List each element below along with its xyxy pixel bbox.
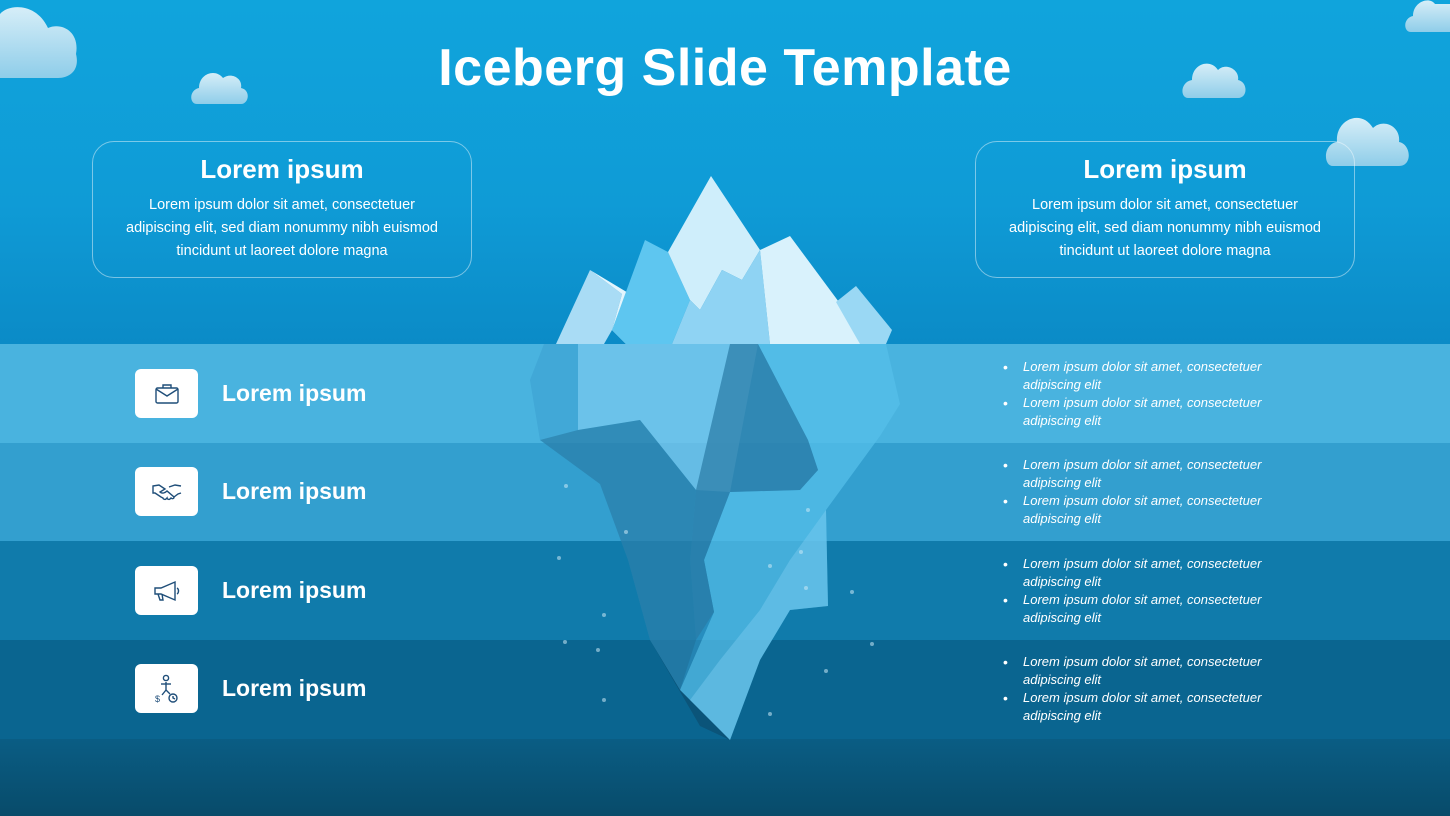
bullet-item: Lorem ipsum dolor sit amet, consectetuer…: [1003, 689, 1303, 725]
bullet-item: Lorem ipsum dolor sit amet, consectetuer…: [1003, 394, 1303, 430]
cloud-icon: [1405, 0, 1450, 32]
info-box-right: Lorem ipsum Lorem ipsum dolor sit amet, …: [975, 141, 1355, 278]
bullet-item: Lorem ipsum dolor sit amet, consectetuer…: [1003, 456, 1303, 492]
water-band-5: [0, 739, 1450, 816]
bullet-list-1: Lorem ipsum dolor sit amet, consectetuer…: [1003, 358, 1303, 430]
megaphone-icon: [135, 566, 198, 615]
row-2: Lorem ipsum: [135, 467, 366, 516]
info-box-left: Lorem ipsum Lorem ipsum dolor sit amet, …: [92, 141, 472, 278]
bullet-item: Lorem ipsum dolor sit amet, consectetuer…: [1003, 492, 1303, 528]
row-4: $ Lorem ipsum: [135, 664, 366, 713]
bullet-list-3: Lorem ipsum dolor sit amet, consectetuer…: [1003, 555, 1303, 627]
bullet-item: Lorem ipsum dolor sit amet, consectetuer…: [1003, 555, 1303, 591]
row-label: Lorem ipsum: [222, 577, 367, 603]
cloud-icon: [1182, 63, 1246, 98]
info-box-title: Lorem ipsum: [1083, 154, 1247, 184]
cloud-icon: [191, 73, 248, 104]
bullet-list-2: Lorem ipsum dolor sit amet, consectetuer…: [1003, 456, 1303, 528]
svg-text:$: $: [155, 694, 160, 704]
row-label: Lorem ipsum: [222, 675, 367, 701]
bullet-item: Lorem ipsum dolor sit amet, consectetuer…: [1003, 653, 1303, 689]
row-label: Lorem ipsum: [222, 380, 367, 406]
handshake-icon: [135, 467, 198, 516]
row-label: Lorem ipsum: [222, 478, 367, 504]
info-box-text: Lorem ipsum dolor sit amet, consectetuer…: [126, 197, 438, 259]
info-box-title: Lorem ipsum: [200, 154, 364, 184]
bullet-item: Lorem ipsum dolor sit amet, consectetuer…: [1003, 591, 1303, 627]
person-money-icon: $: [135, 664, 198, 713]
bullet-item: Lorem ipsum dolor sit amet, consectetuer…: [1003, 358, 1303, 394]
bullet-list-4: Lorem ipsum dolor sit amet, consectetuer…: [1003, 653, 1303, 725]
info-box-text: Lorem ipsum dolor sit amet, consectetuer…: [1009, 197, 1321, 259]
briefcase-icon: [135, 369, 198, 418]
row-3: Lorem ipsum: [135, 566, 366, 615]
cloud-icon: [0, 7, 77, 78]
row-1: Lorem ipsum: [135, 369, 366, 418]
page-title: Iceberg Slide Template: [438, 39, 1012, 97]
